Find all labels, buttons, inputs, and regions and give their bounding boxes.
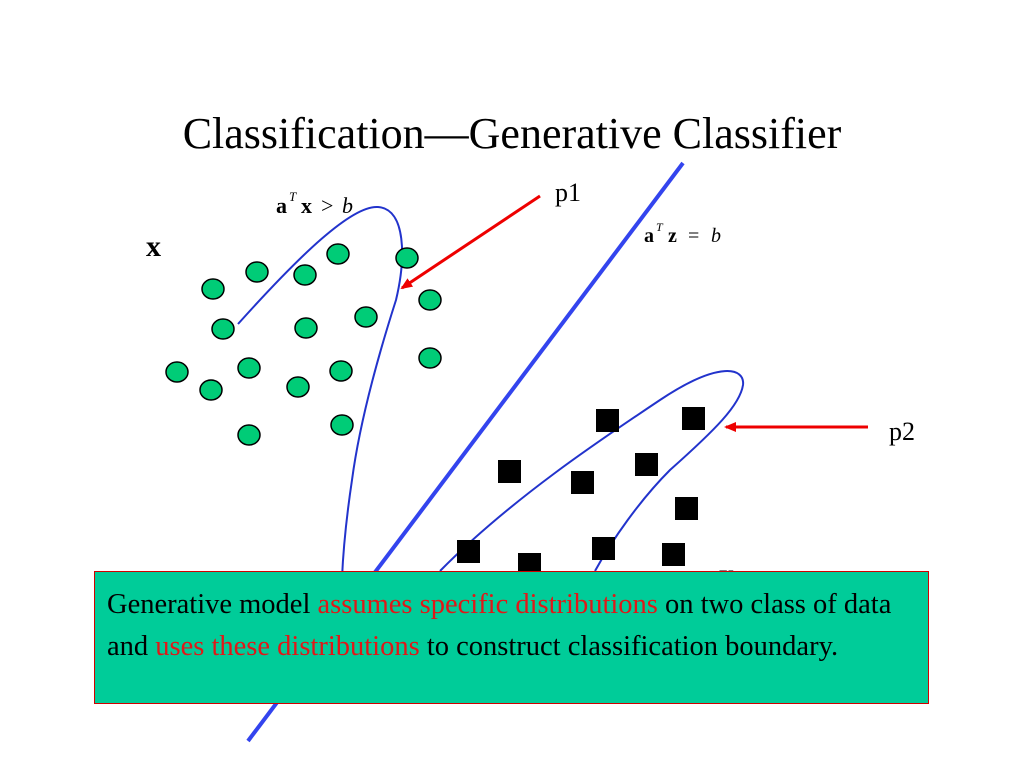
svg-text:b: b [342,193,353,218]
callout-box: Generative model assumes specific distri… [94,571,929,704]
boundary-equation-label: a T z = b [644,220,721,247]
class-1-point [165,361,189,383]
svg-text:z: z [668,225,677,247]
inequality-label: a T x > b [276,189,353,218]
class-1-point [237,357,261,379]
class-2-points [457,407,705,576]
svg-text:T: T [656,220,664,234]
class-2-point [457,540,480,563]
svg-text:a: a [276,193,287,218]
label-p2: p2 [889,417,915,446]
class-1-point [395,247,419,269]
class-1-point [330,414,354,436]
svg-text:=: = [688,225,699,247]
class-1-points [165,243,442,446]
class-1-point [286,376,310,398]
class-1-point [237,424,261,446]
label-p1: p1 [555,178,581,207]
slide-title: Classification—Generative Classifier [182,109,842,158]
class-1-point [354,306,378,328]
class-1-point [201,278,225,300]
class-2-point [596,409,619,432]
class-2-point [682,407,705,430]
svg-text:>: > [321,193,333,218]
svg-text:b: b [711,225,721,247]
class-1-point [418,347,442,369]
class-1-point [294,317,318,339]
svg-text:x: x [301,193,312,218]
callout-highlight-assumes: assumes specific distributions [317,589,658,620]
svg-text:T: T [289,189,297,204]
callout-text: on two class of data and [107,589,892,662]
callout-text: Generative model [107,589,318,620]
callout-text: to construct classification boundary. [419,631,839,662]
class-1-point [418,289,442,311]
class-2-point [518,553,541,576]
callout-highlight-uses: uses these distributions [155,631,420,662]
class-2-point [662,543,685,566]
svg-text:a: a [644,225,654,247]
class-1-point [245,261,269,283]
class-1-point [329,360,353,382]
label-x-class-1: x [146,230,161,263]
class-2-point [675,497,698,520]
class-1-point [199,379,223,401]
class-1-point [326,243,350,265]
class-2-point [498,460,521,483]
class-1-point [211,318,235,340]
distribution-outline-p2 [439,370,745,572]
class-1-point [293,264,317,286]
class-2-point [571,471,594,494]
arrow-p1 [400,194,541,290]
class-2-point [592,537,615,560]
distribution-outline-p1 [237,205,404,579]
class-2-point [635,453,658,476]
